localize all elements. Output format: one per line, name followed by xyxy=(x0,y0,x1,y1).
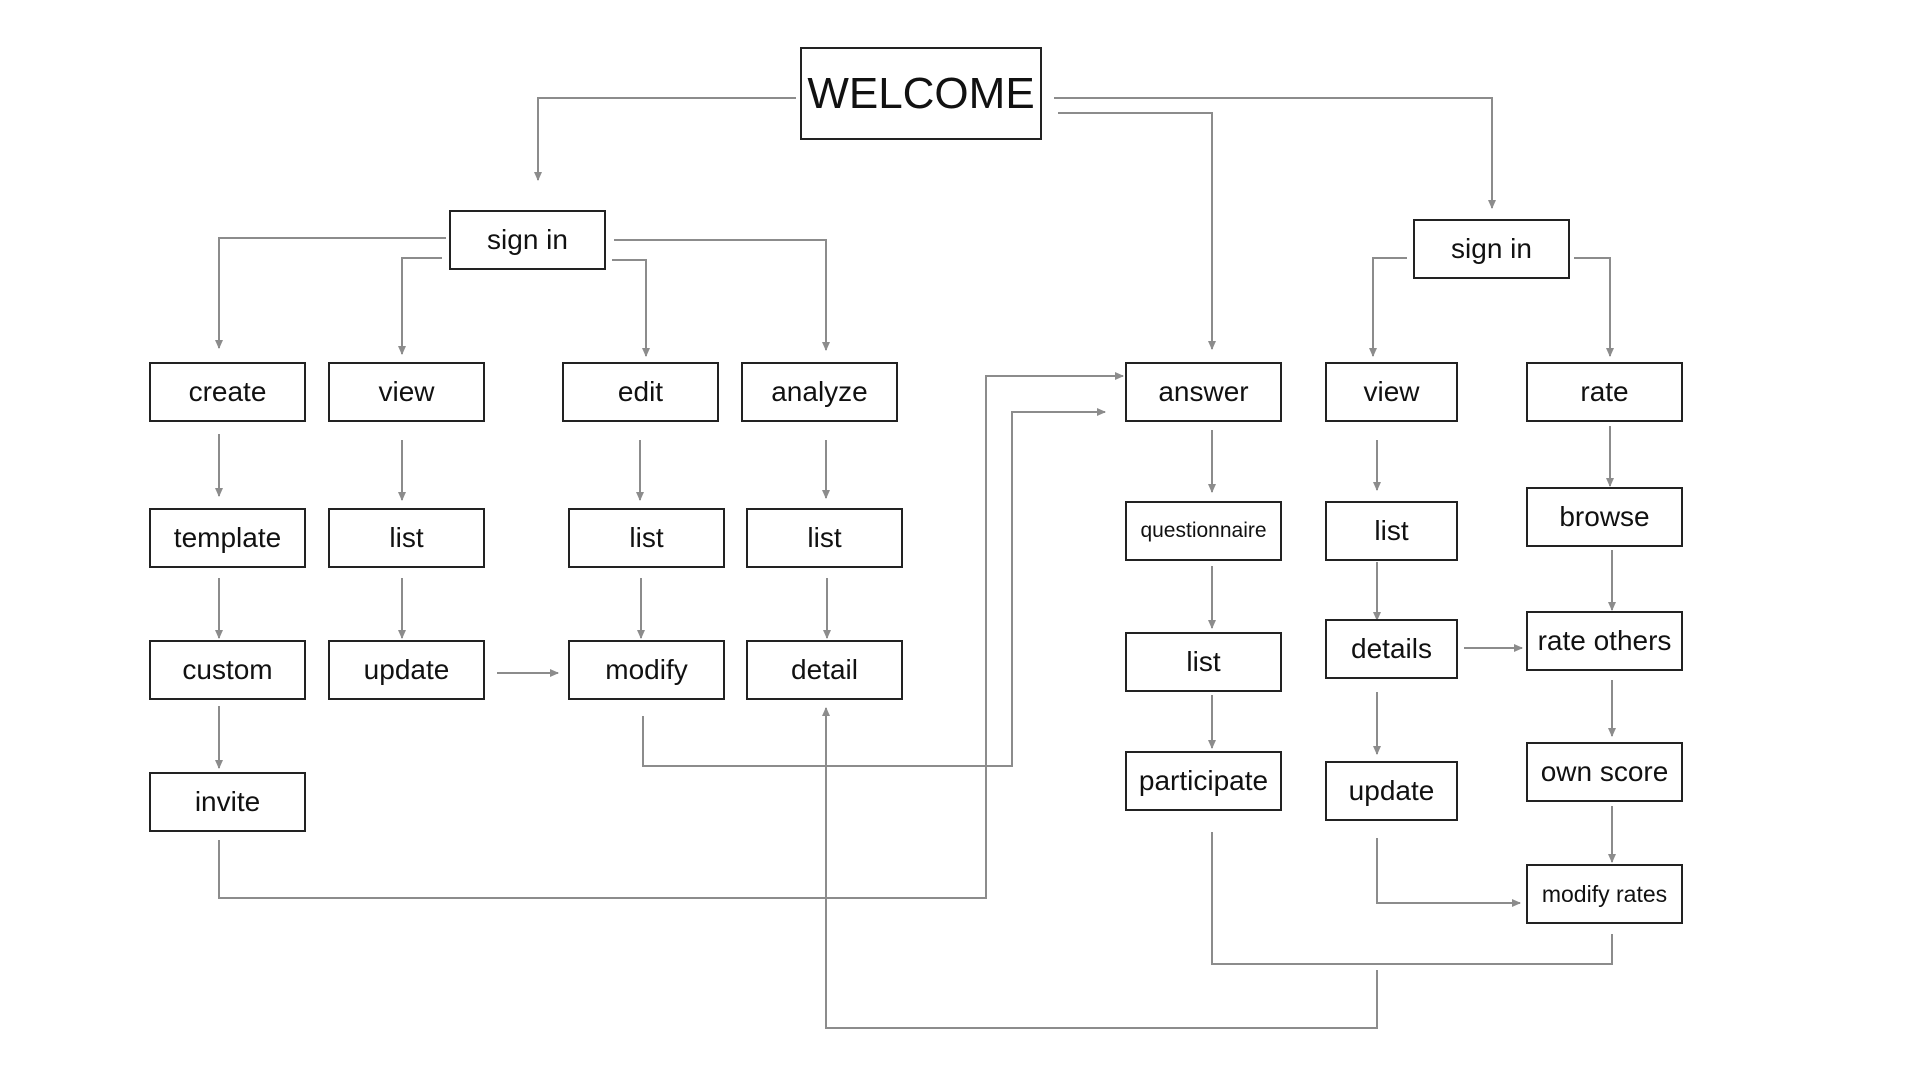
questionnaire-node: questionnaire xyxy=(1125,501,1282,561)
rate-others-node: rate others xyxy=(1526,611,1683,671)
connector-participate-loop-bottom xyxy=(1211,832,1613,965)
left-update-node: update xyxy=(328,640,485,700)
modify-rates-node: modify rates xyxy=(1526,864,1683,924)
right-list-node: list xyxy=(1325,501,1458,561)
detail-node: detail xyxy=(746,640,903,700)
connector-modify-loop-to-answer xyxy=(642,408,1106,767)
right-view-node: view xyxy=(1325,362,1458,422)
details-node: details xyxy=(1325,619,1458,679)
connector-sign-in-to-view xyxy=(398,257,442,355)
participate-node: participate xyxy=(1125,751,1282,811)
template-node: template xyxy=(149,508,306,568)
right-sign-in-node: sign in xyxy=(1413,219,1570,279)
analyze-list-node: list xyxy=(746,508,903,568)
browse-node: browse xyxy=(1526,487,1683,547)
connector-sign-in-to-analyze xyxy=(614,239,830,351)
connector-welcome-to-left-sign-in xyxy=(534,97,796,181)
connector-sign-in-to-create xyxy=(215,237,446,349)
edit-node: edit xyxy=(562,362,719,422)
analyze-node: analyze xyxy=(741,362,898,422)
view-list-node: list xyxy=(328,508,485,568)
welcome-node: WELCOME xyxy=(800,47,1042,140)
connector-right-sign-in-to-rate xyxy=(1574,257,1614,357)
own-score-node: own score xyxy=(1526,742,1683,802)
answer-node: answer xyxy=(1125,362,1282,422)
rate-node: rate xyxy=(1526,362,1683,422)
edit-list-node: list xyxy=(568,508,725,568)
create-node: create xyxy=(149,362,306,422)
left-sign-in-node: sign in xyxy=(449,210,606,270)
connector-right-update-to-modify-rates xyxy=(1376,838,1521,907)
left-view-node: view xyxy=(328,362,485,422)
right-update-node: update xyxy=(1325,761,1458,821)
middle-list-node: list xyxy=(1125,632,1282,692)
connector-loop-to-detail xyxy=(822,707,1378,1029)
connector-welcome-to-right-sign-in xyxy=(1054,97,1496,209)
connector-invite-loop-to-answer xyxy=(218,372,1124,899)
connector-right-sign-in-to-view xyxy=(1369,257,1407,357)
custom-node: custom xyxy=(149,640,306,700)
modify-node: modify xyxy=(568,640,725,700)
connector-sign-in-to-edit xyxy=(612,259,650,357)
invite-node: invite xyxy=(149,772,306,832)
connector-welcome-to-answer xyxy=(1058,112,1216,350)
